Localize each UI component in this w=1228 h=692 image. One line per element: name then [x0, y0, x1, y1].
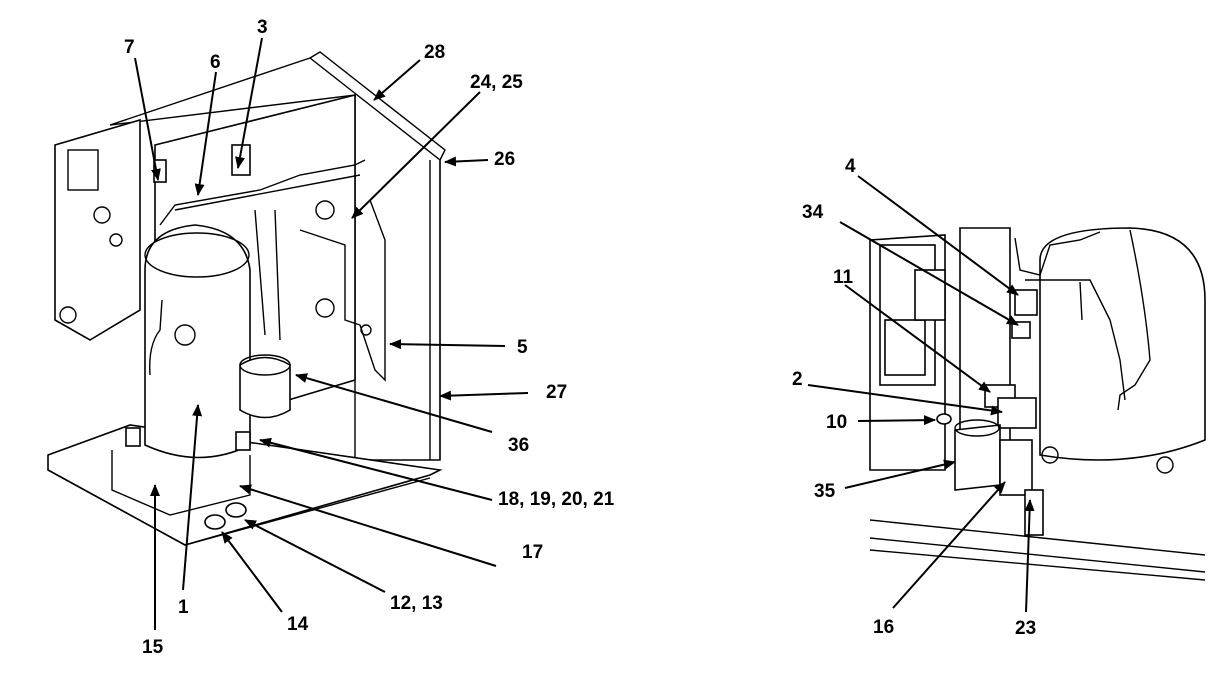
- detail-drier-35: [954, 424, 1001, 491]
- callout-5: 5: [517, 337, 528, 358]
- control-box: [54, 118, 141, 341]
- left-assembly-view: [47, 51, 446, 546]
- callout-14: 14: [287, 614, 309, 635]
- detail-bracket-23: [1024, 489, 1044, 536]
- callout-24-25: 24, 25: [470, 72, 523, 93]
- callout-10: 10: [826, 412, 847, 433]
- compressor-body: [144, 224, 251, 459]
- callout-34: 34: [802, 202, 824, 223]
- callout-23: 23: [1015, 618, 1036, 639]
- detail-compressor: [1039, 227, 1206, 461]
- leader-16: [892, 481, 1006, 609]
- detail-relay: [914, 269, 946, 321]
- callout-16: 16: [873, 617, 894, 638]
- detail-switch-4: [1014, 289, 1038, 316]
- callout-35: 35: [814, 481, 836, 502]
- receiver-tank: [239, 356, 291, 419]
- mount-left: [125, 427, 141, 447]
- suction-line: [159, 159, 366, 226]
- liquid-line: [299, 199, 386, 382]
- callout-15: 15: [142, 637, 164, 658]
- compressor-terminal: [174, 324, 196, 346]
- detail-tube-a: [1014, 231, 1126, 401]
- detail-mount-b: [1156, 456, 1174, 474]
- leader-12-13: [244, 519, 386, 593]
- leader-17: [239, 484, 497, 567]
- discharge-line: [254, 209, 281, 341]
- side-panel-right: [429, 160, 441, 460]
- mount-right: [235, 431, 251, 451]
- leader-5: [389, 339, 506, 350]
- leader-4: [857, 175, 1019, 296]
- leader-18-21: [259, 437, 493, 501]
- leader-26: [444, 156, 489, 167]
- leader-35: [844, 459, 956, 489]
- callout-26: 26: [494, 149, 515, 170]
- leader-23: [1024, 499, 1035, 613]
- drain-fitting-12: [225, 502, 247, 518]
- detail-valve-2: [997, 397, 1037, 429]
- coil-tube-a: [149, 299, 163, 376]
- detail-plug-10: [936, 413, 952, 425]
- leader-lines: [134, 37, 1035, 630]
- leader-34: [839, 221, 1019, 326]
- callout-1: 1: [178, 597, 189, 618]
- callout-labels: 7 6 3 28 24, 25 26 5 27 36 18, 19, 20, 2…: [124, 17, 1036, 658]
- base-bracket: [111, 450, 251, 516]
- frame-top-rail: [309, 51, 446, 161]
- control-terminal: [67, 149, 99, 191]
- leader-14: [221, 531, 283, 613]
- leader-3: [235, 37, 263, 169]
- callout-18-21: 18, 19, 20, 21: [498, 489, 615, 510]
- leader-28: [373, 59, 421, 101]
- callout-3: 3: [257, 17, 268, 38]
- detail-mount-a: [1041, 446, 1059, 464]
- detail-drier-top: [954, 419, 1000, 437]
- leader-36: [295, 373, 493, 433]
- detail-tube-b: [1117, 229, 1151, 411]
- leader-24-25: [351, 91, 481, 219]
- callout-2: 2: [792, 369, 803, 390]
- right-detail-view: [869, 227, 1206, 581]
- fitting-upper: [315, 200, 335, 220]
- leader-6: [194, 71, 217, 196]
- detail-receiver-16: [999, 439, 1033, 496]
- callout-17: 17: [522, 542, 543, 563]
- callout-27: 27: [546, 382, 567, 403]
- callout-7: 7: [124, 37, 135, 58]
- detail-base-rail: [869, 519, 1206, 581]
- callout-36: 36: [508, 435, 529, 456]
- service-valve-5: [360, 324, 372, 336]
- compressor-top: [144, 232, 250, 278]
- leader-7: [134, 57, 161, 181]
- base-pan-lip: [47, 469, 431, 546]
- leader-1: [182, 404, 203, 591]
- callout-6: 6: [210, 52, 221, 73]
- control-knob-1: [93, 206, 111, 224]
- callout-4: 4: [845, 156, 856, 177]
- control-knob-2: [109, 233, 123, 247]
- leader-10: [857, 415, 936, 426]
- callout-11: 11: [833, 267, 854, 288]
- fitting-lower: [315, 298, 335, 318]
- callout-12-13: 12, 13: [390, 593, 443, 614]
- leader-27: [439, 390, 529, 401]
- leader-2: [807, 384, 1003, 416]
- leader-11: [844, 284, 991, 393]
- receiver-top: [239, 354, 291, 376]
- drain-fitting-14: [204, 514, 226, 530]
- detail-switch-34: [1011, 321, 1031, 339]
- callout-28: 28: [424, 42, 445, 63]
- caster-wheel: [59, 306, 77, 324]
